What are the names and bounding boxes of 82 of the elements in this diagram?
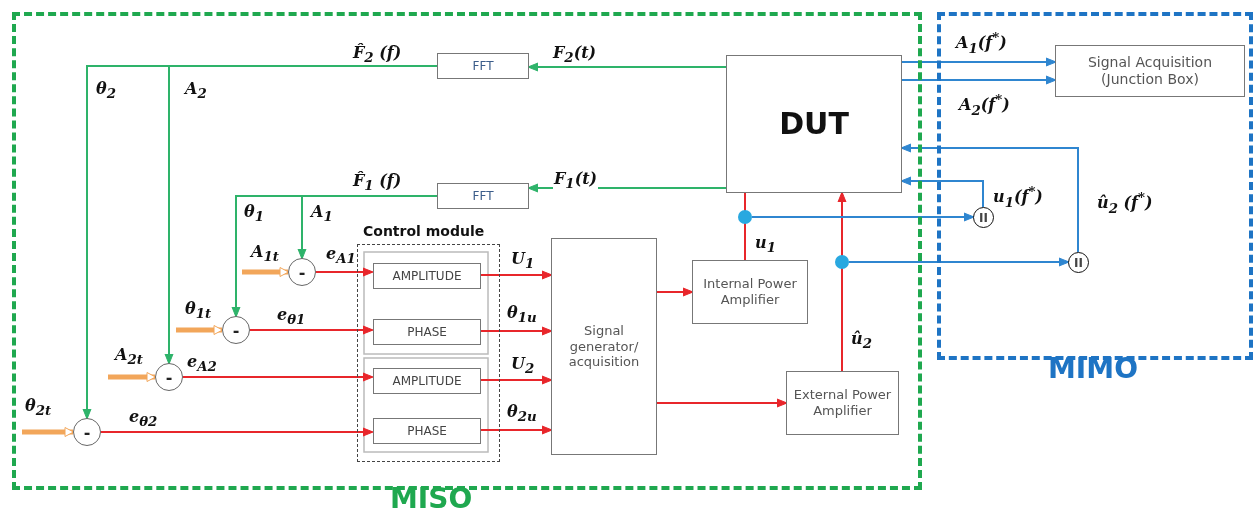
edge-label: θ$_{2}$ xyxy=(95,80,117,101)
process-box xyxy=(373,263,481,289)
edge-label: θ$_{1}$ xyxy=(243,203,265,224)
process-box xyxy=(373,368,481,394)
box-label: AMPLITUDE xyxy=(392,268,462,284)
edge-label: θ$_{1u}$ xyxy=(506,304,538,325)
box-label: FFT xyxy=(472,58,494,74)
switch-circle xyxy=(1068,252,1089,273)
minus-sign: - xyxy=(83,422,91,442)
box-label: Signal generator/ acquisition xyxy=(567,323,641,370)
process-box xyxy=(551,238,657,455)
box-label: FFT xyxy=(472,188,494,204)
edge-label: F$_{1}$(t) xyxy=(553,170,599,191)
summing-junction xyxy=(73,418,101,446)
process-box xyxy=(437,53,529,79)
edge-label: u$_{1}$(f$^{*}$) xyxy=(992,184,1044,210)
arrow xyxy=(315,267,374,277)
arrow xyxy=(297,195,438,260)
arrow xyxy=(176,325,223,335)
arrow xyxy=(100,427,374,437)
process-box xyxy=(692,260,808,324)
edge-label: F$_{2}$(t) xyxy=(552,44,598,65)
arrow xyxy=(249,325,374,335)
arrow xyxy=(182,372,374,382)
arrow xyxy=(901,75,1057,85)
edge-label: A$_{1t}$ xyxy=(250,243,280,264)
edge-label: A$_{2}$(f$^{*}$) xyxy=(958,92,1011,118)
summing-junction xyxy=(155,363,183,391)
edge-label: A$_{1}$(f$^{*}$) xyxy=(955,30,1008,56)
edge-label: θ$_{2t}$ xyxy=(24,397,53,418)
edge-label: A$_{2t}$ xyxy=(114,346,144,367)
arrow xyxy=(479,270,553,280)
arrow xyxy=(751,212,975,222)
edge-label: A$_{1}$ xyxy=(310,203,334,224)
minus-sign: - xyxy=(298,262,306,282)
arrow xyxy=(479,326,553,336)
edge-label: U$_{2}$ xyxy=(510,355,536,376)
arrow xyxy=(108,372,156,382)
edge-label: û$_{2}$ xyxy=(850,330,873,351)
box-label: Internal Power Amplifier xyxy=(702,276,798,308)
box-label: AMPLITUDE xyxy=(392,373,462,389)
edge-label: θ$_{2u}$ xyxy=(506,403,538,424)
switch-circle xyxy=(973,207,994,228)
region-title: Control module xyxy=(363,223,485,239)
process-box xyxy=(1055,45,1245,97)
minus-sign: - xyxy=(165,367,173,387)
edge-label: û$_{2}$ (f$^{*}$) xyxy=(1096,190,1154,216)
process-box xyxy=(373,418,481,444)
box-label: PHASE xyxy=(407,324,447,340)
process-box xyxy=(726,55,902,193)
arrow xyxy=(656,398,788,408)
arrow xyxy=(242,267,289,277)
box-label: Signal Acquisition (Junction Box) xyxy=(1086,54,1214,88)
arrow xyxy=(656,287,694,297)
connector-line xyxy=(744,192,746,261)
arrow xyxy=(837,191,847,372)
process-box xyxy=(373,319,481,345)
arrow xyxy=(900,143,1079,253)
arrow xyxy=(527,62,727,72)
junction-dot xyxy=(738,210,752,224)
box-label: DUT xyxy=(779,106,849,142)
arrow xyxy=(22,427,74,437)
arrow xyxy=(848,257,1070,267)
box-label: PHASE xyxy=(407,423,447,439)
arrow xyxy=(901,57,1057,67)
box-label: External Power Amplifier xyxy=(792,387,893,419)
edge-label: A$_{2}$ xyxy=(184,80,208,101)
minus-sign: - xyxy=(232,320,240,340)
signal-label: F̂$_{2}$ (f) xyxy=(352,44,403,65)
signal-label: F̂$_{1}$ (f) xyxy=(352,172,403,193)
arrow xyxy=(479,375,553,385)
summing-junction xyxy=(222,316,250,344)
process-box xyxy=(437,183,529,209)
edge-label: θ$_{1t}$ xyxy=(184,300,213,321)
arrow xyxy=(479,425,553,435)
summing-junction xyxy=(288,258,316,286)
switch-label: II xyxy=(1074,255,1083,270)
arrow xyxy=(900,176,984,208)
switch-label: II xyxy=(979,210,988,225)
process-box xyxy=(786,371,899,435)
junction-dot xyxy=(835,255,849,269)
edge-label: U$_{1}$ xyxy=(510,250,536,271)
